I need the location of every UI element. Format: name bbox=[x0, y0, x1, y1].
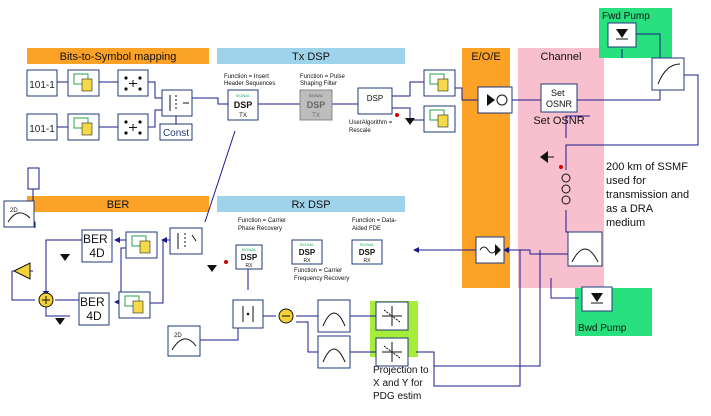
gain-block[interactable] bbox=[12, 262, 31, 280]
ground-symbol bbox=[55, 318, 65, 325]
optical-filter-block[interactable] bbox=[567, 231, 603, 267]
bit-source-block[interactable]: 101-1 bbox=[26, 113, 58, 141]
tx-func2-annotation: Function = Pulse Shaping Filter bbox=[300, 74, 347, 87]
eoe-label: E/O/E bbox=[471, 51, 500, 63]
svg-text:RX: RX bbox=[364, 258, 372, 264]
input-port-box bbox=[27, 167, 40, 190]
scope-2d-block[interactable]: 2D bbox=[3, 200, 35, 228]
svg-text:DSP: DSP bbox=[359, 248, 376, 257]
bits-to-symbol-label: Bits-to-Symbol mapping bbox=[60, 51, 177, 63]
svg-text:DSP: DSP bbox=[299, 248, 316, 257]
tx-dsp-block-2[interactable]: SIGNAL DSP TX bbox=[299, 89, 333, 121]
tx-dsp-label: Tx DSP bbox=[292, 51, 330, 63]
decoder-block[interactable] bbox=[125, 231, 158, 259]
svg-text:SIGNAL: SIGNAL bbox=[236, 93, 251, 98]
svg-text:DSP: DSP bbox=[234, 100, 253, 110]
svg-text:BER 4D: BER 4D bbox=[80, 295, 108, 323]
fwd-pump-laser-block[interactable] bbox=[607, 22, 637, 48]
svg-text:SIGNAL: SIGNAL bbox=[309, 93, 324, 98]
svg-text:RX: RX bbox=[246, 263, 254, 269]
ssmf-annotation: 200 km of SSMF used for transmission and… bbox=[606, 161, 692, 229]
fiber-span-icon bbox=[561, 173, 571, 205]
adder-block[interactable] bbox=[38, 292, 54, 308]
laser-source-block[interactable] bbox=[477, 86, 513, 114]
tx-dsp-header bbox=[217, 48, 405, 64]
rx-func3-annotation: Function = Data- Aided FDE bbox=[352, 218, 398, 232]
symbol-combiner-block[interactable] bbox=[161, 89, 193, 117]
pump-coupler-block[interactable] bbox=[651, 57, 685, 91]
bwd-pump-laser-block[interactable] bbox=[581, 286, 613, 312]
projection-y-block[interactable] bbox=[375, 337, 409, 367]
projection-x-block[interactable] bbox=[375, 301, 409, 331]
tx-branch-dot bbox=[395, 113, 399, 117]
rx-dsp-header bbox=[217, 196, 405, 212]
set-osnr-block[interactable]: Set OSNR bbox=[540, 83, 578, 113]
svg-text:DSP: DSP bbox=[367, 94, 383, 103]
decoder-block[interactable] bbox=[118, 291, 151, 319]
iq-modulator-block[interactable] bbox=[423, 105, 456, 133]
ground-symbol bbox=[60, 254, 70, 261]
rx-dsp-block-2[interactable]: SIGNAL DSP RX bbox=[291, 239, 323, 265]
encoder-block[interactable] bbox=[67, 69, 100, 97]
iq-modulator-block[interactable] bbox=[423, 69, 456, 97]
rx-branch-dot bbox=[224, 260, 228, 264]
svg-text:TX: TX bbox=[312, 113, 320, 119]
svg-text:Set OSNR: Set OSNR bbox=[546, 88, 573, 109]
svg-text:RX: RX bbox=[304, 258, 312, 264]
svg-text:101-1: 101-1 bbox=[29, 80, 55, 91]
svg-text:2D: 2D bbox=[10, 208, 18, 214]
svg-text:101-1: 101-1 bbox=[29, 124, 55, 135]
ber-header bbox=[27, 196, 209, 212]
svg-text:SIGNAL: SIGNAL bbox=[242, 247, 257, 252]
svg-text:SIGNAL: SIGNAL bbox=[300, 242, 315, 247]
symbol-splitter-block[interactable] bbox=[169, 227, 203, 255]
channel-label: Channel bbox=[541, 51, 582, 63]
rx-dsp-block-3[interactable]: SIGNAL DSP RX bbox=[351, 239, 383, 265]
square-block[interactable] bbox=[317, 299, 351, 333]
bit-source-block[interactable]: 101-1 bbox=[26, 69, 58, 97]
svg-text:DSP: DSP bbox=[307, 100, 326, 110]
set-osnr-label: Set OSNR bbox=[533, 115, 584, 127]
rx-dsp-block-1[interactable]: SIGNAL DSP RX bbox=[235, 244, 263, 270]
abs-value-block[interactable] bbox=[232, 299, 264, 329]
mapper-block[interactable] bbox=[117, 113, 149, 141]
const-block[interactable]: Const bbox=[159, 123, 193, 141]
rx-dsp-label: Rx DSP bbox=[291, 199, 330, 211]
tx-dsp-block-1[interactable]: SIGNAL DSP TX bbox=[227, 89, 259, 121]
mapper-block[interactable] bbox=[117, 69, 149, 97]
rx-func1-annotation: Function = Carrier Phase Recovery bbox=[238, 218, 288, 232]
ber-label: BER bbox=[107, 199, 130, 211]
bits-to-symbol-header bbox=[27, 48, 209, 64]
svg-text:BER 4D: BER 4D bbox=[83, 232, 111, 260]
tx-dsp-block-3[interactable]: DSP bbox=[357, 87, 393, 115]
ground-symbol bbox=[207, 265, 217, 272]
coherent-receiver-block[interactable] bbox=[475, 236, 505, 264]
svg-text:Const: Const bbox=[163, 128, 189, 139]
svg-text:2D: 2D bbox=[174, 333, 182, 339]
ber-4d-block[interactable]: BER 4D bbox=[81, 229, 113, 263]
svg-text:DSP: DSP bbox=[241, 253, 258, 262]
projection-label: Projection to X and Y for PDG estim bbox=[373, 365, 431, 402]
ground-symbol bbox=[405, 118, 415, 125]
svg-text:TX: TX bbox=[239, 113, 247, 119]
summer-block[interactable] bbox=[278, 308, 294, 324]
square-block[interactable] bbox=[317, 335, 351, 369]
rx-func2-annotation: Function = Carrier Frequency Recovery bbox=[294, 268, 349, 282]
ber-4d-block[interactable]: BER 4D bbox=[78, 292, 110, 326]
bwd-pump-label: Bwd Pump bbox=[578, 323, 627, 334]
encoder-block[interactable] bbox=[67, 113, 100, 141]
monitor-symbol bbox=[540, 151, 563, 169]
tx-func3-annotation: UserAlgorithm = Rescale bbox=[349, 120, 394, 134]
tx-func1-annotation: Function = Insert Header Sequences bbox=[224, 74, 275, 87]
svg-text:SIGNAL: SIGNAL bbox=[360, 242, 375, 247]
scope-2d-block[interactable]: 2D bbox=[167, 325, 201, 357]
fwd-pump-label: Fwd Pump bbox=[602, 11, 650, 22]
